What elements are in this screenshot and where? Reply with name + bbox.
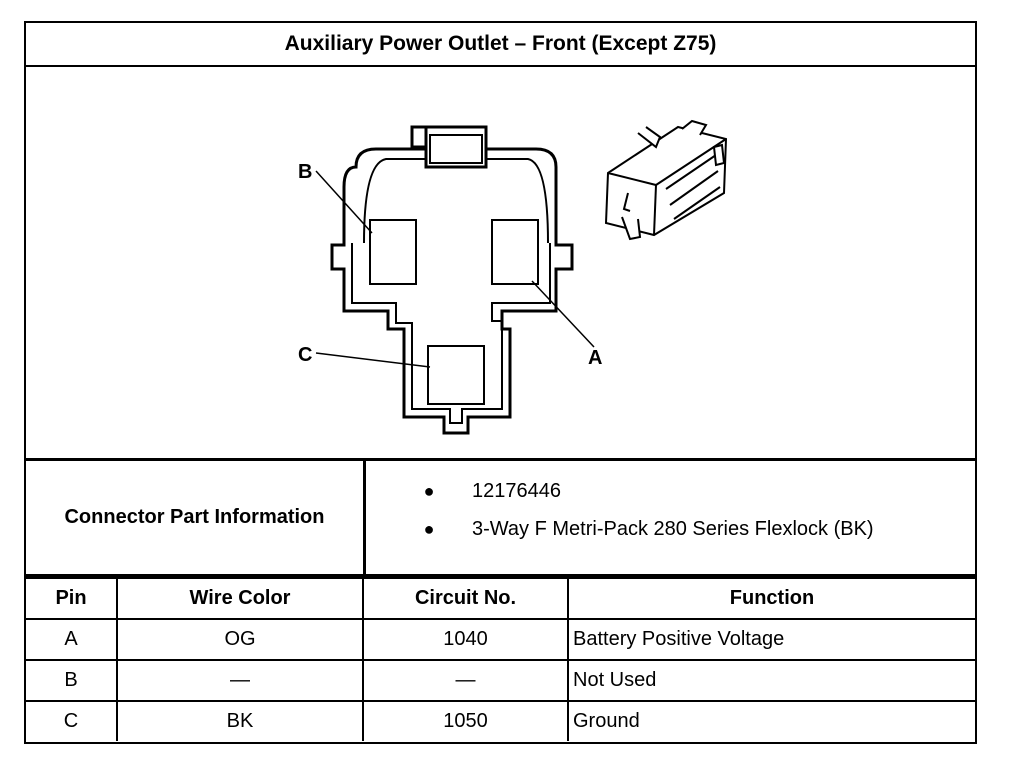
list-item: ● 3-Way F Metri-Pack 280 Series Flexlock… (366, 510, 975, 548)
cell-function: Not Used (567, 659, 975, 702)
part-number: 12176446 (472, 479, 561, 502)
cell-circuit-no: 1050 (362, 700, 569, 741)
leader-c (315, 352, 431, 368)
connector-face-drawing: B C A (298, 119, 728, 435)
connector-isometric-icon (604, 119, 728, 241)
connector-part-info: Connector Part Information ● 12176446 ● … (26, 461, 975, 577)
cell-wire-color: BK (116, 700, 364, 741)
cell-function: Battery Positive Voltage (567, 618, 975, 661)
cell-circuit-no: 1040 (362, 618, 569, 661)
pin-label-b: B (298, 161, 312, 183)
header-circuit-no: Circuit No. (362, 577, 569, 620)
header-function: Function (567, 577, 975, 620)
table-row: A OG 1040 Battery Positive Voltage (26, 618, 975, 661)
cavity-c (427, 345, 485, 405)
bullet-icon: ● (423, 480, 435, 501)
bullet-icon: ● (423, 518, 435, 539)
cell-pin: B (26, 659, 118, 702)
page-title: Auxiliary Power Outlet – Front (Except Z… (26, 23, 975, 67)
cavity-a (491, 219, 539, 285)
cell-circuit-no: — (362, 659, 569, 702)
pin-label-c: C (298, 344, 312, 366)
list-item: ● 12176446 (366, 472, 975, 510)
table-row: B — — Not Used (26, 659, 975, 702)
pinout-table: Pin Wire Color Circuit No. Function A OG… (26, 577, 975, 741)
connector-description: 3-Way F Metri-Pack 280 Series Flexlock (… (472, 517, 874, 540)
connector-info-list: ● 12176446 ● 3-Way F Metri-Pack 280 Seri… (366, 461, 975, 574)
header-wire-color: Wire Color (116, 577, 364, 620)
connector-diagram: B C A (26, 67, 975, 461)
leader-a (531, 280, 595, 348)
table-row: C BK 1050 Ground (26, 700, 975, 741)
pin-label-a: A (588, 347, 602, 369)
leader-b (315, 170, 373, 234)
header-pin: Pin (26, 577, 118, 620)
cell-function: Ground (567, 700, 975, 741)
cell-pin: A (26, 618, 118, 661)
cell-wire-color: — (116, 659, 364, 702)
cavity-b (369, 219, 417, 285)
connector-info-label: Connector Part Information (26, 461, 366, 574)
cell-wire-color: OG (116, 618, 364, 661)
connector-sheet: Auxiliary Power Outlet – Front (Except Z… (24, 21, 977, 744)
table-header-row: Pin Wire Color Circuit No. Function (26, 577, 975, 620)
cell-pin: C (26, 700, 118, 741)
